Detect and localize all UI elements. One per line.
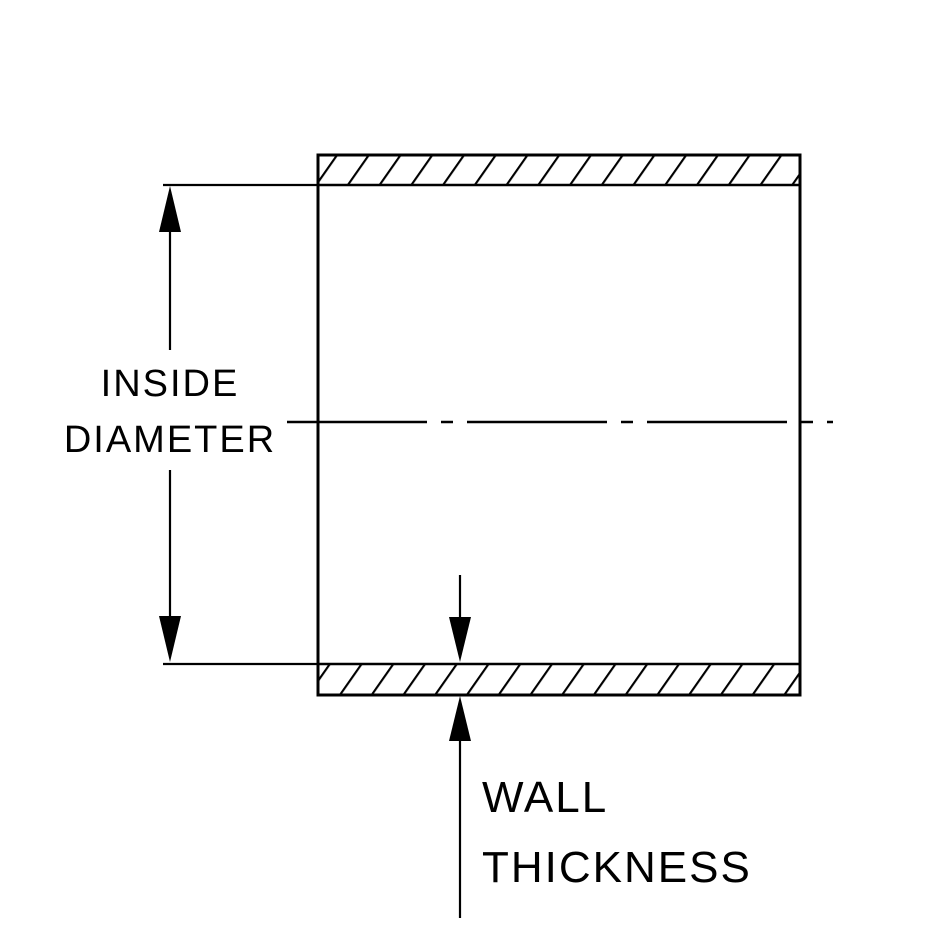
inside-diameter-dimension: INSIDE DIAMETER [64, 183, 318, 666]
wall-thickness-callout: WALL THICKNESS [449, 575, 752, 918]
bottom-wall-hatch [318, 664, 800, 695]
top-wall-hatch [318, 155, 800, 185]
arrowhead-up-icon [159, 186, 181, 232]
wall-thickness-label-line2: THICKNESS [482, 843, 752, 892]
inside-diameter-label-line1: INSIDE [101, 363, 240, 405]
arrowhead-down-icon [449, 617, 471, 662]
tube-outline [316, 153, 802, 697]
wall-thickness-label-line1: WALL [482, 773, 608, 822]
inside-diameter-label-line2: DIAMETER [64, 419, 276, 461]
arrowhead-up-icon [449, 696, 471, 741]
arrowhead-down-icon [159, 616, 181, 662]
tube-cross-section [316, 153, 802, 697]
